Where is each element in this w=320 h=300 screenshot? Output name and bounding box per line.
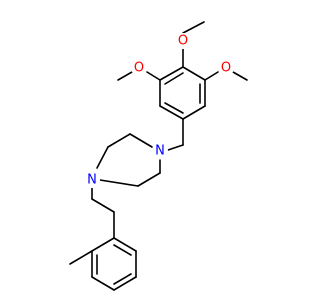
bond	[167, 144, 184, 151]
bond	[91, 237, 115, 252]
molecule-diagram: O O O N N	[69, 21, 248, 291]
bond	[159, 66, 184, 81]
bond	[204, 71, 219, 81]
bond	[69, 250, 93, 265]
bond	[182, 21, 205, 34]
bond	[164, 102, 184, 114]
bond	[129, 133, 153, 148]
oxygen-atom-left: O	[134, 61, 144, 76]
nitrogen-atom-lower: N	[87, 173, 97, 188]
bond	[146, 71, 161, 81]
bond	[137, 172, 161, 187]
bond	[113, 244, 132, 256]
atom-labels: O O O N N	[84, 33, 234, 188]
bond	[113, 273, 132, 285]
bond	[99, 179, 139, 187]
bond	[113, 276, 137, 291]
bond	[117, 71, 133, 81]
bond	[113, 237, 137, 252]
nitrogen-atom-upper: N	[155, 144, 165, 159]
bond	[182, 105, 206, 120]
bond	[91, 276, 115, 291]
bonds	[69, 21, 248, 291]
bond	[107, 133, 131, 148]
oxygen-atom-top: O	[178, 34, 188, 49]
bond	[182, 66, 206, 81]
bond	[91, 198, 115, 213]
bond	[159, 105, 184, 120]
structure-svg: O O O N N	[69, 21, 248, 291]
bond	[164, 72, 184, 85]
bond	[96, 146, 109, 169]
bond	[232, 71, 248, 81]
oxygen-atom-right: O	[221, 61, 231, 76]
